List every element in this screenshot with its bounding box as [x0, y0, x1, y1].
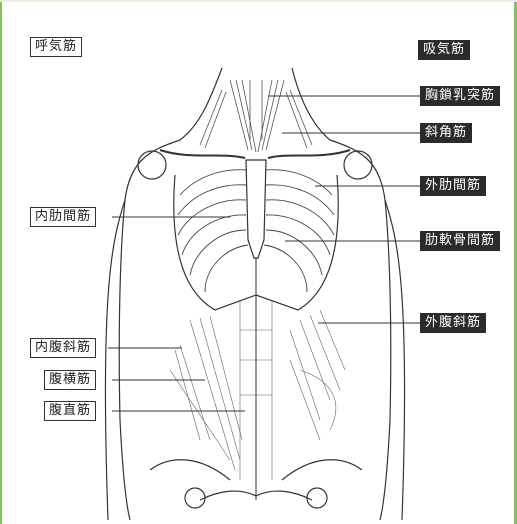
- left-humeral-head: [138, 151, 166, 179]
- right-humeral-head: [344, 151, 372, 179]
- left-arm: [105, 200, 125, 520]
- label-transversus: 腹横筋: [44, 370, 96, 390]
- label-rectus: 腹直筋: [44, 401, 96, 421]
- neck-outline-right: [292, 68, 330, 140]
- label-int-intercostal: 内肋間筋: [30, 207, 96, 227]
- label-int-oblique: 内腹斜筋: [30, 338, 96, 358]
- label-parasternal: 肋軟骨間筋: [420, 231, 500, 251]
- label-ext-oblique: 外腹斜筋: [420, 313, 486, 333]
- neck-outline: [180, 68, 222, 140]
- left-shoulder: [119, 140, 180, 520]
- sternum: [246, 160, 266, 258]
- right-arm: [385, 200, 405, 520]
- label-scm: 胸鎖乳突筋: [420, 86, 500, 106]
- right-shoulder: [330, 140, 391, 520]
- inspiratory-heading: 吸気筋: [418, 40, 470, 60]
- label-scalene: 斜角筋: [420, 123, 472, 143]
- right-clavicle: [268, 150, 350, 158]
- expiratory-heading: 呼気筋: [30, 37, 82, 57]
- label-ext-intercostal: 外肋間筋: [420, 176, 486, 196]
- left-clavicle: [160, 150, 245, 158]
